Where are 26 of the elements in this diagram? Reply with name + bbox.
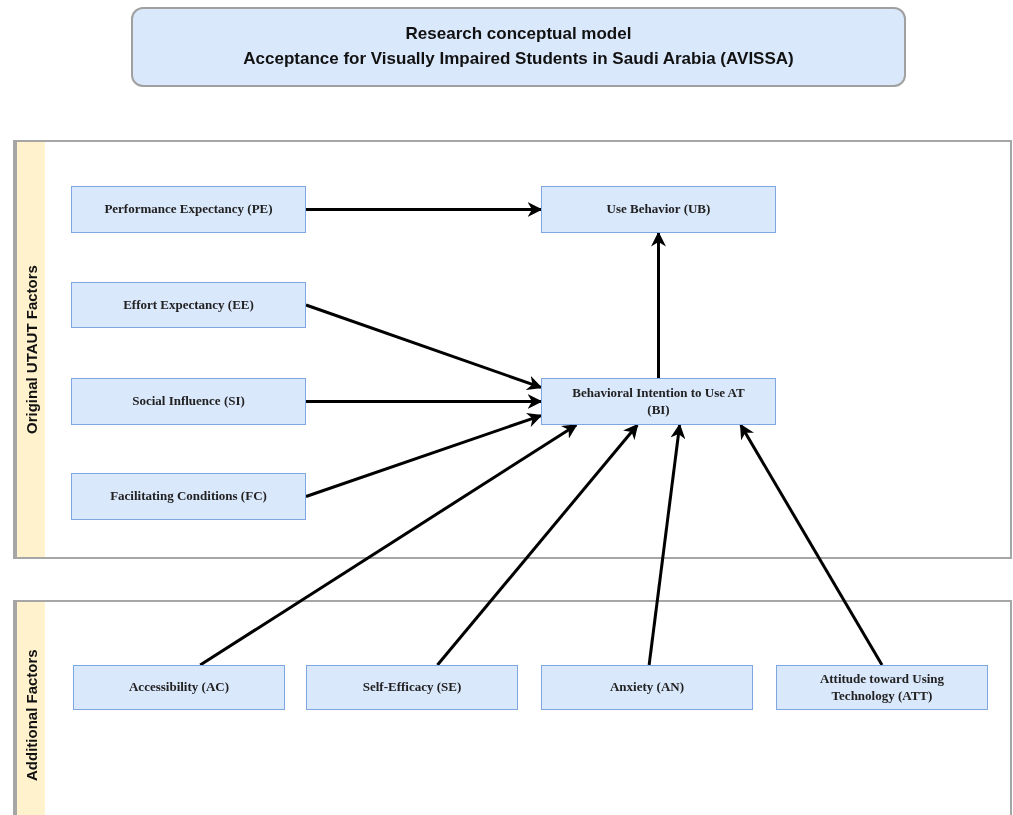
arrow [436, 423, 639, 666]
factor-box: Self-Efficacy (SE) [306, 665, 518, 710]
arrow [305, 412, 543, 498]
factor-box: Anxiety (AN) [541, 665, 753, 710]
arrow [306, 394, 543, 409]
factor-box: Behavioral Intention to Use AT (BI) [541, 378, 776, 425]
factor-box: Accessibility (AC) [73, 665, 285, 710]
title-box [131, 7, 906, 87]
arrow [306, 202, 543, 217]
arrow [647, 423, 686, 666]
arrow [739, 423, 884, 666]
factor-box: Social Influence (SI) [71, 378, 306, 425]
factor-box: Attitude toward Using Technology (ATT) [776, 665, 988, 710]
title-text: Acceptance for Visually Impaired Students in Saudi Arabia (AVISSA) [243, 48, 794, 70]
arrow [305, 303, 543, 390]
lane-header: Original UTAUT Factors [15, 142, 45, 557]
lane-header: Additional Factors [15, 602, 45, 815]
title-text: Research conceptual model [405, 23, 632, 46]
swimlane [13, 140, 1012, 559]
factor-box: Performance Expectancy (PE) [71, 186, 306, 233]
factor-box: Use Behavior (UB) [541, 186, 776, 233]
arrow [651, 231, 666, 378]
swimlane [13, 600, 1012, 815]
factor-box: Effort Expectancy (EE) [71, 282, 306, 328]
factor-box: Facilitating Conditions (FC) [71, 473, 306, 520]
arrow [199, 423, 578, 667]
